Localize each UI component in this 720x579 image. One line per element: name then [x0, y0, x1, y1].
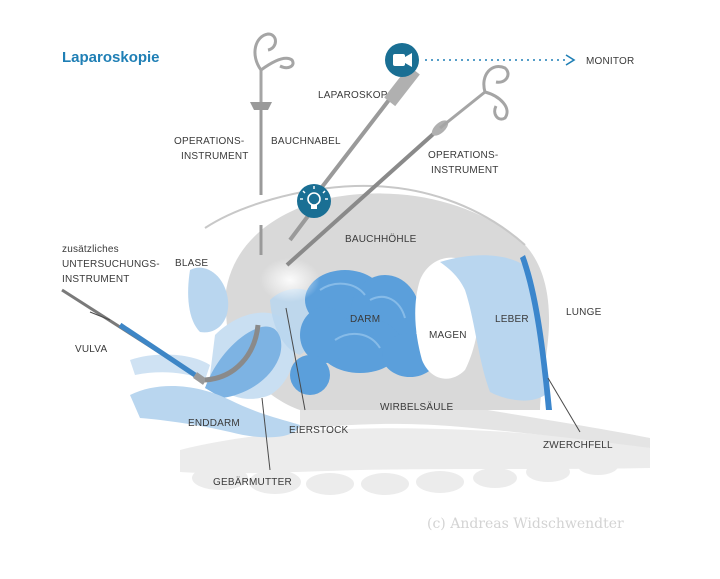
belly-wall	[204, 184, 526, 246]
label-gebaermutter: GEBÄRMUTTER	[213, 476, 292, 488]
copyright-watermark: (c) Andreas Widschwendter	[427, 516, 624, 532]
label-magen: MAGEN	[429, 330, 467, 341]
op-instrument-left	[250, 32, 295, 255]
label-wirbelsaeule: WIRBELSÄULE	[380, 401, 453, 413]
darm-organ	[290, 270, 438, 395]
label-zwerchfell: ZWERCHFELL	[543, 440, 613, 451]
magen-organ	[415, 257, 480, 379]
enddarm-organ	[130, 385, 300, 438]
diagram-title: Laparoskopie	[62, 49, 160, 66]
light-glow	[260, 258, 320, 302]
labels: MONITOR LAPAROSKOP OPERATIONS- INSTRUMEN…	[62, 56, 634, 488]
monitor-arrow	[425, 54, 576, 66]
label-vulva: VULVA	[75, 344, 107, 355]
light-bulb-icon	[297, 184, 331, 218]
label-bauchhoehle: BAUCHHÖHLE	[345, 233, 417, 245]
label-eierstock: EIERSTOCK	[289, 425, 349, 436]
spine	[180, 401, 650, 495]
zwerchfell-organ	[520, 255, 552, 410]
label-zusatz-1: zusätzliches	[62, 244, 119, 255]
label-zusatz-3: INSTRUMENT	[62, 274, 130, 285]
label-monitor: MONITOR	[586, 56, 634, 67]
leber-organ	[440, 255, 545, 401]
label-bauchnabel: BAUCHNABEL	[271, 136, 341, 147]
label-zusatz-2: UNTERSUCHUNGS-	[62, 259, 160, 270]
label-laparoskop: LAPAROSKOP	[318, 90, 388, 101]
label-op-instrument-right-2: INSTRUMENT	[431, 165, 499, 176]
additional-instrument	[61, 288, 208, 385]
uterine-manipulator	[204, 324, 261, 383]
label-op-instrument-left-1: OPERATIONS-	[174, 136, 244, 147]
bladder	[188, 267, 229, 333]
label-blase: BLASE	[175, 258, 208, 269]
label-enddarm: ENDDARM	[188, 418, 240, 429]
label-darm: DARM	[350, 314, 380, 325]
video-camera-icon	[385, 43, 419, 77]
op-instrument-right	[285, 65, 510, 267]
label-leber: LEBER	[495, 314, 529, 325]
leader-lines	[89, 307, 581, 471]
label-lunge: LUNGE	[566, 307, 602, 318]
label-op-instrument-left-2: INSTRUMENT	[181, 151, 249, 162]
darm-highlights	[319, 282, 406, 349]
label-op-instrument-right-1: OPERATIONS-	[428, 150, 498, 161]
